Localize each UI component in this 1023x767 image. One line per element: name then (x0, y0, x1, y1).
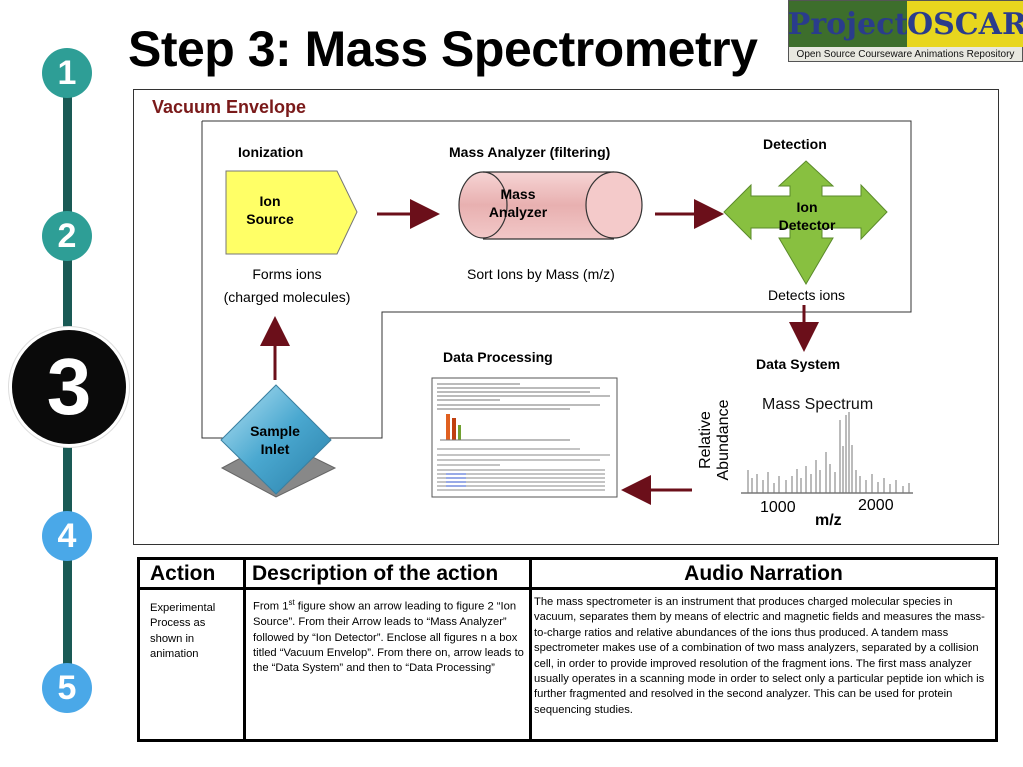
data-processing-heading: Data Processing (443, 349, 553, 365)
description-cell: From 1st figure show an arrow leading to… (253, 598, 524, 675)
mass-spectrum-plot (741, 412, 913, 494)
mass-spectrum-title: Mass Spectrum (762, 396, 874, 413)
step-2-badge[interactable]: 2 (42, 211, 92, 261)
logo-subtitle: Open Source Courseware Animations Reposi… (789, 47, 1022, 61)
ionization-desc-1: Forms ions (252, 266, 322, 282)
mass-analyzer-label-2: Analyzer (488, 204, 548, 220)
vacuum-envelope-label: Vacuum Envelope (152, 97, 307, 117)
ion-detector-label-1: Ion (796, 199, 818, 215)
step-4-badge[interactable]: 4 (42, 511, 92, 561)
ion-source-shape (225, 170, 358, 255)
diagram-frame (133, 89, 999, 545)
logo-word-oscar: OSCAR (907, 1, 1023, 47)
action-table: Action Experimental Process as shown in … (137, 557, 998, 742)
description-column: Description of the action From 1st figur… (246, 560, 532, 739)
step-1-badge[interactable]: 1 (42, 48, 92, 98)
analyzer-desc: Sort Ions by Mass (m/z) (467, 266, 615, 282)
action-cell: Experimental Process as shown in animati… (150, 602, 216, 661)
project-oscar-logo: Project OSCAR Open Source Courseware Ani… (788, 0, 1023, 62)
action-header: Action (140, 560, 243, 590)
ionization-desc-2: (charged molecules) (223, 289, 351, 305)
spectrum-y-label: Relative Abundance (697, 399, 732, 481)
narration-column: Audio Narration The mass spectrometer is… (532, 560, 995, 739)
step-3-badge-current[interactable]: 3 (9, 327, 129, 447)
ion-source-label-2: Source (246, 211, 294, 227)
data-processing-document (431, 377, 618, 498)
description-header: Description of the action (246, 560, 529, 590)
vacuum-envelope-outline (202, 120, 912, 439)
sample-inlet-label-2: Inlet (260, 441, 290, 457)
data-system-heading: Data System (756, 356, 841, 372)
narration-cell: The mass spectrometer is an instrument t… (534, 596, 985, 716)
detection-heading: Detection (763, 136, 827, 152)
sample-inlet-gem (220, 384, 337, 498)
ion-detector-label-2: Detector (778, 217, 836, 233)
page-title: Step 3: Mass Spectrometry (128, 21, 758, 77)
spectrum-x-label: m/z (815, 512, 842, 529)
action-column: Action Experimental Process as shown in … (140, 560, 246, 739)
mass-analyzer-cylinder (458, 171, 643, 240)
spectrum-tick-1000: 1000 (760, 499, 796, 516)
step-5-badge[interactable]: 5 (42, 663, 92, 713)
spectrum-peaks (747, 412, 910, 493)
sample-inlet-label-1: Sample (250, 423, 300, 439)
mass-analyzer-label-1: Mass (500, 186, 536, 202)
mass-analyzer-heading: Mass Analyzer (filtering) (449, 144, 611, 160)
narration-header: Audio Narration (532, 560, 995, 590)
ion-detector-shape (723, 160, 888, 285)
ionization-heading: Ionization (238, 144, 304, 160)
detection-desc: Detects ions (768, 287, 846, 303)
spectrum-tick-2000: 2000 (858, 497, 894, 514)
ion-source-label-1: Ion (259, 193, 281, 209)
logo-word-project: Project (788, 1, 908, 47)
